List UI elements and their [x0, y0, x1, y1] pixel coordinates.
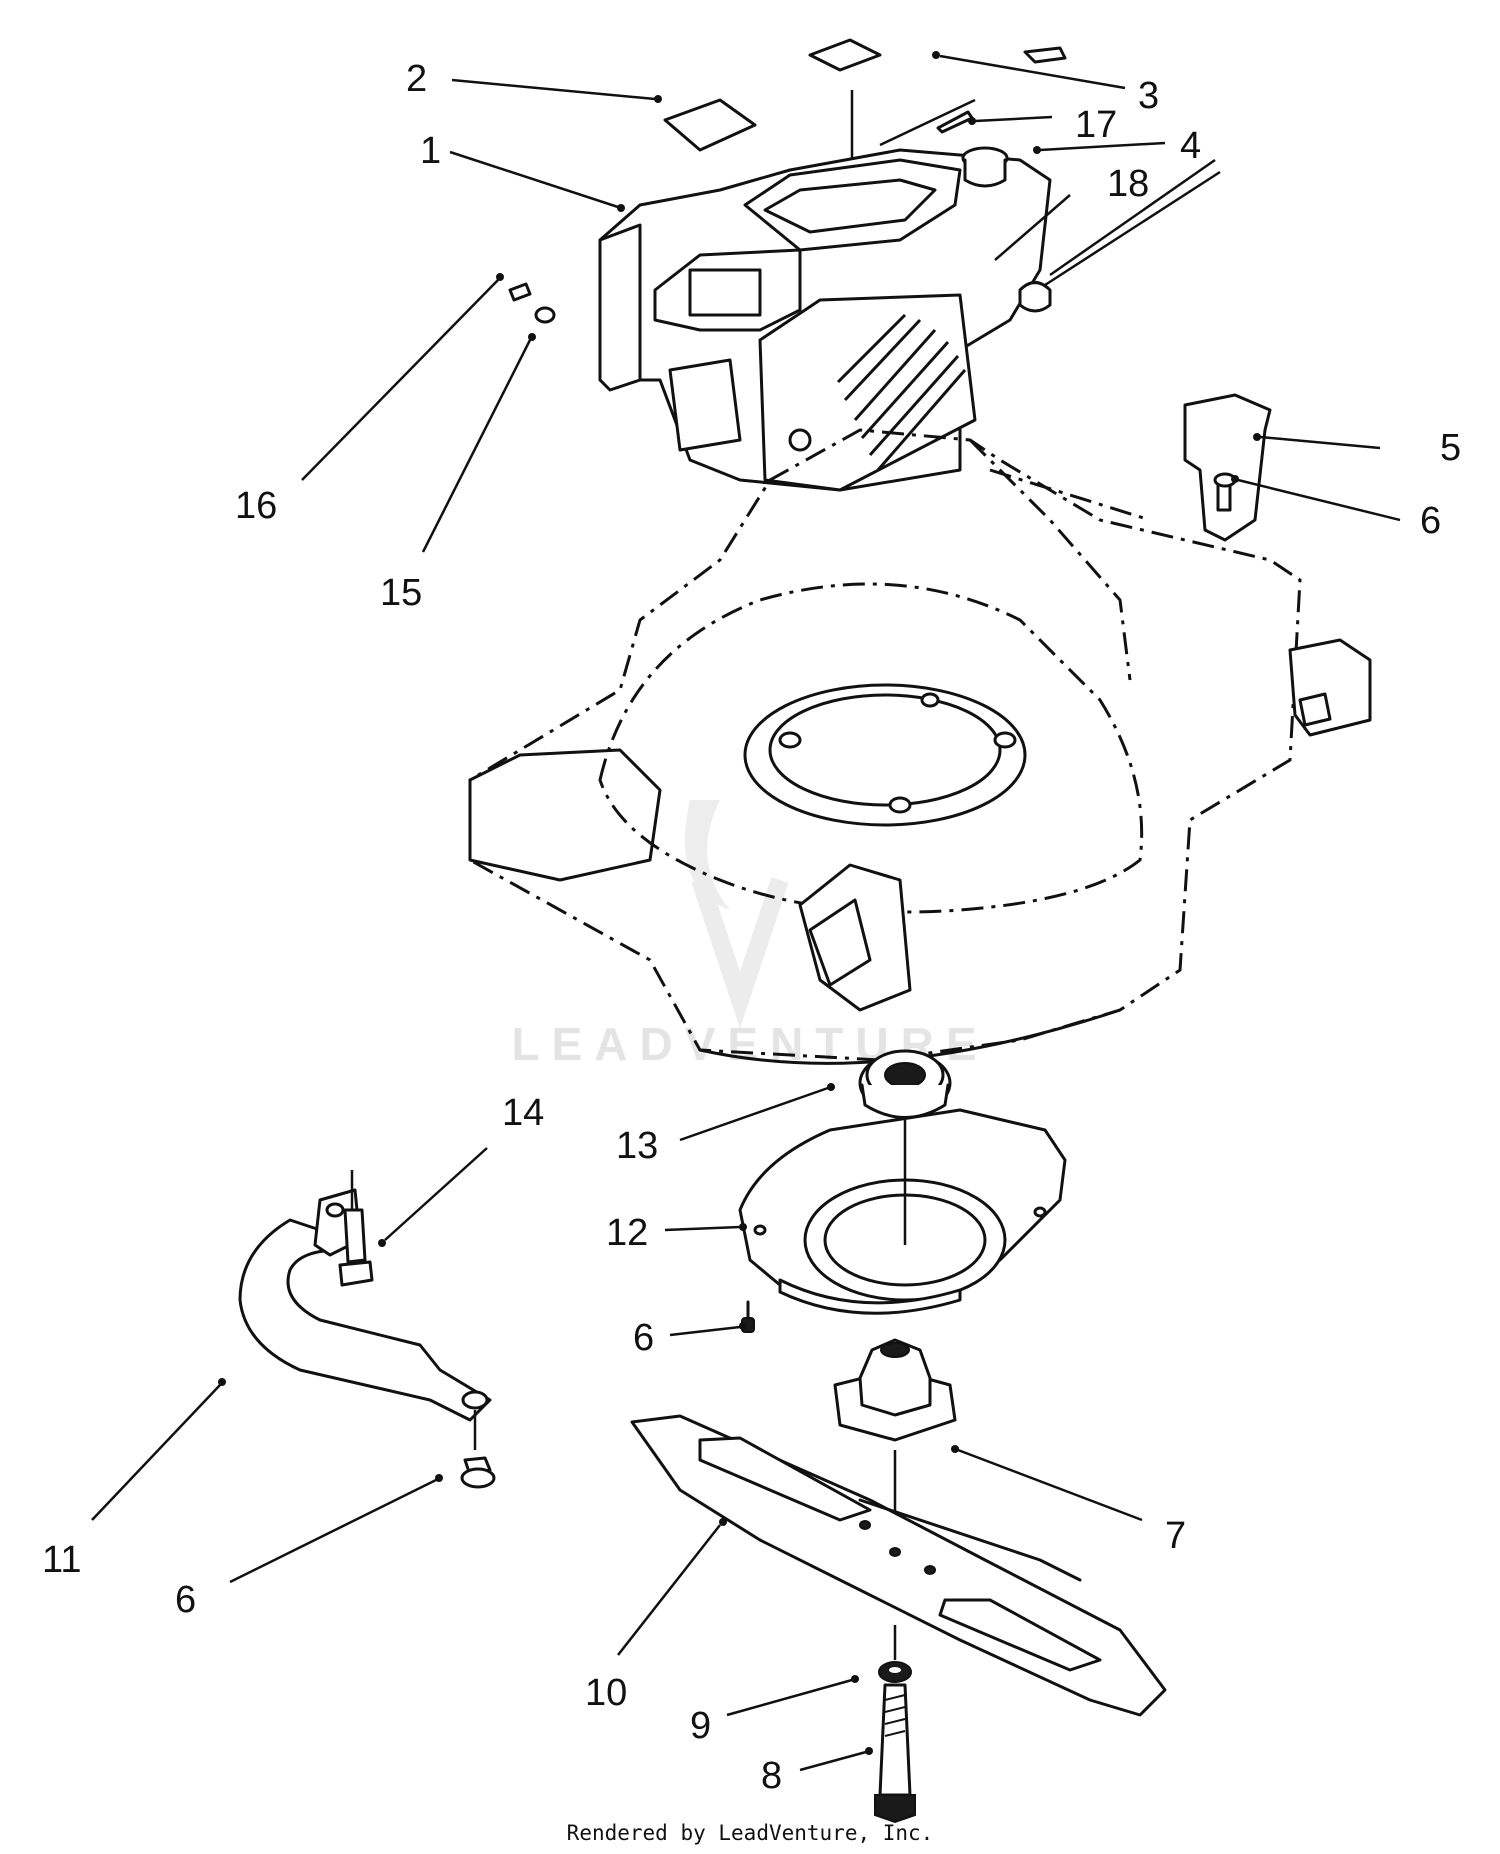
label-decal-part [808, 38, 882, 72]
watermark: LEADVENTURE [511, 800, 977, 1070]
mower-deck-part [468, 393, 1372, 1065]
deflector-plate-part [738, 1108, 1067, 1315]
screw-washer-part [508, 282, 556, 324]
callout-10: 10 [585, 1672, 627, 1714]
engine-part [598, 90, 1221, 492]
callout-4: 4 [1180, 125, 1201, 167]
callout-18: 18 [1107, 163, 1149, 205]
blade-bolt-part [874, 1683, 916, 1824]
wire-clip-part [1023, 46, 1067, 64]
gasket-part [663, 98, 757, 152]
callout-14: 14 [502, 1092, 544, 1134]
callout-6-baffle: 6 [175, 1579, 196, 1621]
blade-adapter-part [833, 1338, 957, 1550]
callouts: 1 2 3 17 4 18 5 6 16 15 14 13 12 6 11 6 … [42, 58, 1461, 1797]
baffle-part [238, 1188, 492, 1422]
leader-lines [91, 51, 1401, 1772]
callout-6-deflector: 6 [633, 1317, 654, 1359]
callout-8: 8 [761, 1755, 782, 1797]
callout-9: 9 [690, 1705, 711, 1747]
callout-11: 11 [42, 1539, 81, 1581]
callout-13: 13 [616, 1125, 658, 1167]
callout-15: 15 [380, 572, 422, 614]
callout-3: 3 [1138, 75, 1159, 117]
callout-6-bracket: 6 [1420, 500, 1441, 542]
callout-2: 2 [406, 58, 427, 100]
callout-7: 7 [1165, 1515, 1186, 1557]
callout-5: 5 [1440, 427, 1461, 469]
nut-part [460, 1410, 496, 1489]
washer-part [878, 1625, 912, 1683]
bearing-part [858, 1049, 952, 1119]
blade-part [630, 1414, 1167, 1717]
bolt-14-part [338, 1170, 374, 1287]
callout-1: 1 [420, 130, 441, 172]
callout-17: 17 [1075, 104, 1117, 146]
footer-credit: Rendered by LeadVenture, Inc. [567, 1821, 934, 1845]
callout-12: 12 [606, 1212, 648, 1254]
callout-16: 16 [235, 485, 277, 527]
